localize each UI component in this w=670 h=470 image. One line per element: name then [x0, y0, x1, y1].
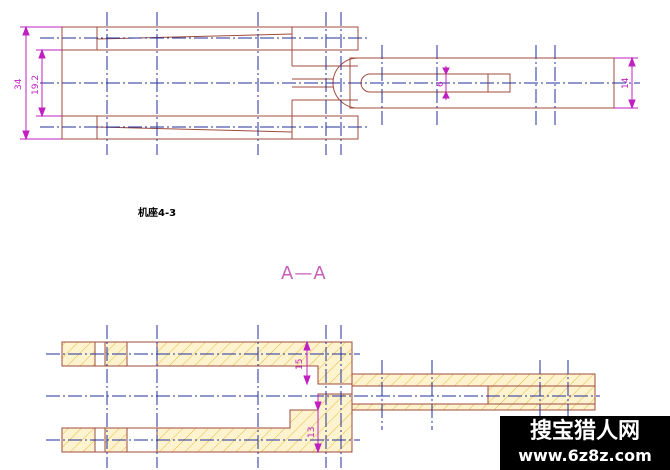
dim-15: 15	[295, 359, 305, 370]
section-view-dimensions	[303, 340, 322, 454]
top-view-dimensions	[20, 25, 638, 141]
watermark-line1: 搜宝猎人网	[529, 419, 640, 444]
dim-6: 6	[436, 81, 446, 87]
dim-14: 14	[621, 77, 631, 89]
top-view-centerlines	[40, 12, 640, 155]
section-label: A—A	[281, 263, 327, 284]
dim-34: 34	[14, 78, 24, 90]
dim-13: 13	[307, 427, 317, 438]
watermark-line2: www.6z8z.com	[518, 446, 652, 465]
watermark: 搜宝猎人网 www.6z8z.com	[500, 416, 670, 470]
drawing-caption: 机座4-3	[138, 208, 177, 219]
dim-19-2: 19.2	[31, 75, 41, 95]
section-view-centerlines	[46, 325, 600, 468]
